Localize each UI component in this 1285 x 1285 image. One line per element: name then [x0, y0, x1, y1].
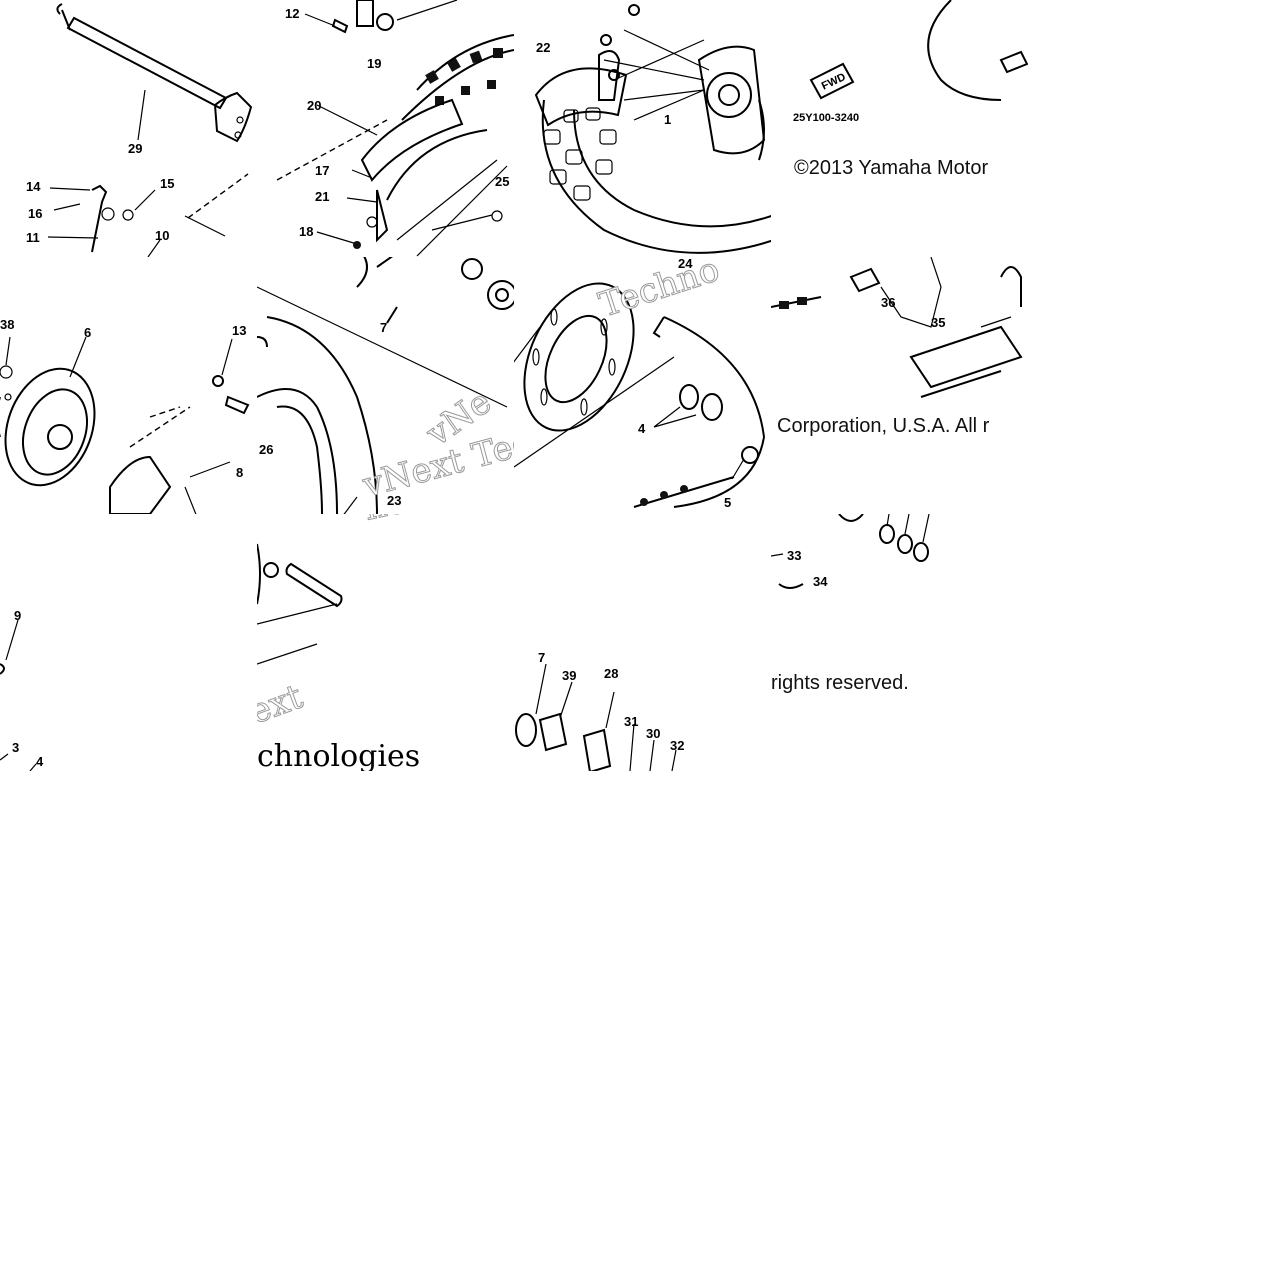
collar-drawing: ext nologies chnologies [257, 514, 510, 771]
diagram-tile-brake-plate: 38 6 13 8 [0, 257, 257, 514]
callout-30: 30 [646, 726, 660, 741]
copyright-line-1: ©2013 Yamaha Motor [794, 157, 989, 179]
diagram-tile-tire-lower: 7 26 23 vNext Tec vNe [257, 257, 514, 514]
callout-7b: 7 [538, 650, 545, 665]
callout-18: 18 [299, 224, 313, 239]
diagram-tile-hardware: 33 34 rights reserved. [771, 514, 1028, 771]
tire-lower-drawing: 7 26 23 vNext Tec vNe [257, 257, 514, 514]
brake-plate-drawing: 38 6 13 8 [0, 317, 250, 514]
diagram-tile-spacers: 7 39 28 31 30 32 [514, 514, 771, 771]
watermark-c: nologies [361, 514, 510, 529]
fwd-label-drawing: FWD 25Y100-3240 [793, 0, 1028, 124]
callout-9: 9 [14, 608, 21, 623]
callout-21: 21 [315, 189, 329, 204]
callout-25: 25 [495, 174, 509, 189]
callout-12: 12 [285, 6, 299, 21]
callout-29: 29 [128, 141, 142, 156]
callout-6: 6 [84, 325, 91, 340]
part-code: 25Y100-3240 [793, 112, 859, 124]
callout-24: 24 [678, 257, 693, 271]
callout-13: 13 [232, 323, 246, 338]
callout-26: 26 [259, 442, 273, 457]
callout-14: 14 [26, 179, 41, 194]
diagram-tile-axle: 29 14 15 16 11 10 [0, 0, 257, 257]
callout-38: 38 [0, 317, 14, 332]
callout-35: 35 [931, 315, 945, 330]
watermark-a: Techno [594, 257, 724, 326]
callout-8: 8 [236, 465, 243, 480]
copyright-line-3: rights reserved. [771, 672, 909, 694]
callout-39: 39 [562, 668, 576, 683]
callout-4b: 4 [36, 754, 44, 769]
spacers-drawing: 7 39 28 31 30 32 [515, 650, 684, 771]
tire-rim-drawing: 12 19 20 17 21 25 18 [276, 0, 514, 257]
callout-22: 22 [536, 40, 550, 55]
hardware-drawing: 33 34 [771, 514, 930, 589]
callout-16: 16 [28, 206, 42, 221]
callout-28: 28 [604, 666, 618, 681]
callout-15: 15 [160, 176, 174, 191]
callout-1: 1 [664, 112, 671, 127]
diagram-tile-label: FWD 25Y100-3240 ©2013 Yamaha Motor [771, 0, 1028, 257]
callout-4: 4 [638, 421, 646, 436]
copyright-line-2: Corporation, U.S.A. All r [777, 415, 990, 437]
diagram-tile-tire-rim: 12 19 20 17 21 25 18 [257, 0, 514, 257]
callout-11: 11 [26, 230, 40, 245]
callout-17: 17 [315, 163, 329, 178]
diagram-tile-sprocket: 24 37 4 5 Techno [514, 257, 771, 514]
sprocket-drawing: 24 37 4 5 Techno [514, 257, 766, 510]
diagram-tile-collar: ext nologies chnologies [257, 514, 514, 771]
callout-34: 34 [813, 574, 828, 589]
callout-36: 36 [881, 295, 895, 310]
diagram-tile-chain: 36 35 Corporation, U.S.A. All r [771, 257, 1028, 514]
callout-33: 33 [787, 548, 801, 563]
watermark-d: ext [257, 677, 308, 733]
callout-3: 3 [12, 740, 19, 755]
callout-19: 19 [367, 56, 381, 71]
watermark-e: chnologies [257, 739, 420, 771]
callout-5: 5 [724, 495, 731, 510]
callout-32: 32 [670, 738, 684, 753]
chain-drawing: 36 35 [771, 257, 1023, 398]
wheel-hub-drawing: 22 1 [534, 4, 771, 254]
callout-31: 31 [624, 714, 638, 729]
diagram-tile-fragment-left: 9 3 4 [0, 514, 257, 771]
callout-10: 10 [155, 228, 169, 243]
callout-23: 23 [387, 493, 401, 508]
callout-20: 20 [307, 98, 321, 113]
axle-drawing: 29 14 15 16 11 10 [26, 3, 253, 257]
left-fragment-drawing: 9 3 4 [0, 608, 44, 771]
callout-7: 7 [380, 320, 387, 335]
diagram-tile-wheel-hub: 22 1 [514, 0, 771, 257]
